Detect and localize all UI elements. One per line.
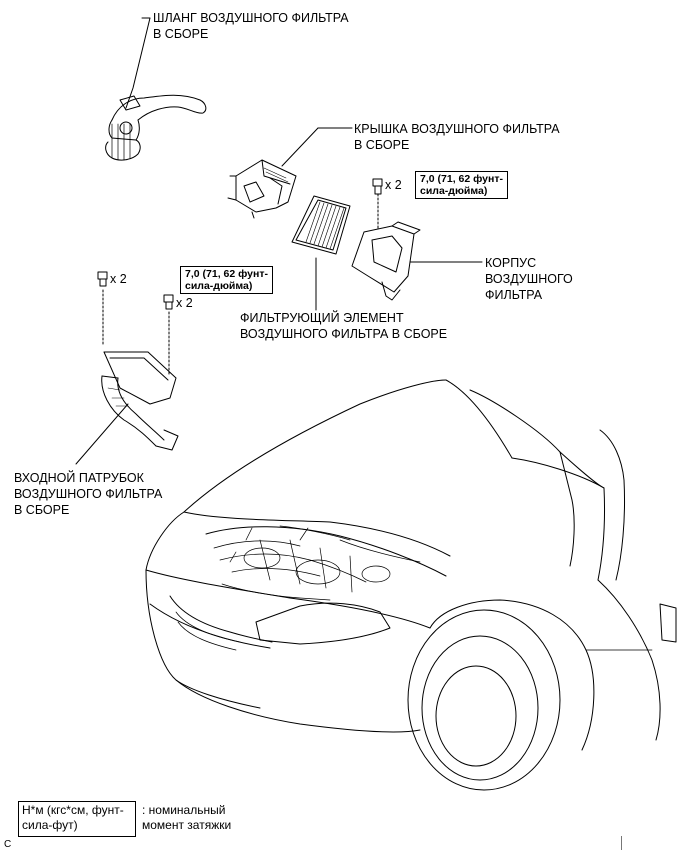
- divider: [621, 836, 622, 850]
- air-cleaner-case-drawing: [351, 178, 483, 301]
- torque-spec-inlet: 7,0 (71, 62 фунт- сила-дюйма): [180, 266, 273, 294]
- air-cleaner-inlet-drawing: [75, 271, 179, 465]
- figure-code: C: [4, 839, 12, 850]
- label-air-cleaner-hose: ШЛАНГ ВОЗДУШНОГО ФИЛЬТРА В СБОРЕ: [153, 11, 349, 41]
- air-cleaner-hose-drawing: [105, 17, 207, 161]
- label-filter-element: ФИЛЬТРУЮЩИЙ ЭЛЕМЕНТ ВОЗДУШНОГО ФИЛЬТРА В…: [240, 311, 448, 341]
- bolt-count-case: x 2: [385, 178, 402, 192]
- air-cleaner-cap-drawing: [227, 127, 353, 219]
- bolt-count-inlet-left: x 2: [110, 272, 127, 286]
- legend-torque-key: Н*м (кгс*см, фунт- сила-фут): [18, 801, 136, 837]
- legend-description: : номинальный момент затяжки: [142, 803, 232, 832]
- bolt-count-inlet-right: x 2: [176, 296, 193, 310]
- torque-spec-case: 7,0 (71, 62 фунт- сила-дюйма): [415, 171, 508, 199]
- label-air-cleaner-inlet: ВХОДНОЙ ПАТРУБОК ВОЗДУШНОГО ФИЛЬТРА В СБ…: [14, 471, 163, 517]
- label-air-cleaner-cap: КРЫШКА ВОЗДУШНОГО ФИЛЬТРА В СБОРЕ: [354, 122, 560, 152]
- label-air-cleaner-case: КОРПУС ВОЗДУШНОГО ФИЛЬТРА: [485, 256, 573, 302]
- filter-element-drawing: [291, 195, 351, 311]
- vehicle-drawing: [145, 379, 677, 791]
